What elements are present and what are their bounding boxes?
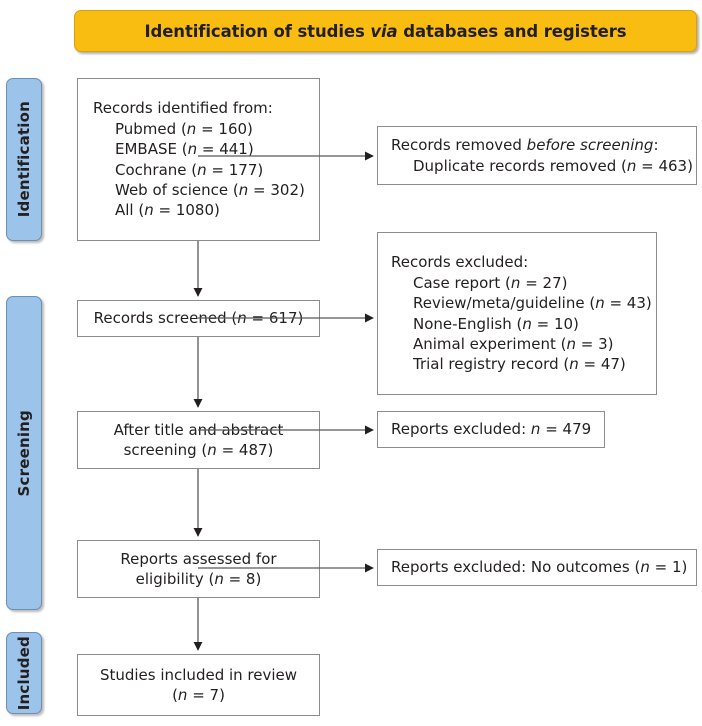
box-records-identified-item-2: Cochrane (n = 177)	[115, 160, 264, 179]
box-after-title-abstract-screening: After title and abstract screening (n = …	[77, 411, 320, 469]
header-banner: Identification of studies via databases …	[74, 10, 697, 52]
box-records-excluded-item-2: None-English (n = 10)	[413, 314, 579, 333]
box-records-identified-item-4: All (n = 1080)	[115, 201, 220, 220]
box-records-excluded-title: Records excluded:	[391, 253, 529, 272]
header-title-emphasis: via	[370, 21, 398, 41]
stage-label-identification: Identification	[6, 78, 42, 241]
box-studies-included-line2: (n = 7)	[172, 686, 225, 704]
box-records-excluded-item-0: Case report (n = 27)	[413, 273, 568, 292]
box-records-identified-title: Records identified from:	[93, 99, 273, 118]
box-studies-included: Studies included in review (n = 7)	[77, 654, 320, 716]
box-records-identified: Records identified from: Pubmed (n = 160…	[77, 78, 320, 241]
box-reports-excluded-no-outcomes: Reports excluded: No outcomes (n = 1)	[377, 549, 697, 586]
box-records-removed-title-pre: Records removed	[391, 136, 527, 155]
box-records-excluded-item-4: Trial registry record (n = 47)	[413, 355, 626, 374]
header-title: Identification of studies via databases …	[144, 22, 626, 41]
box-records-excluded-item-1: Review/meta/guideline (n = 43)	[413, 294, 652, 313]
box-records-identified-item-0: Pubmed (n = 160)	[115, 119, 253, 138]
box-records-removed-title-post: :	[653, 136, 659, 155]
box-reports-excluded-count-text: Reports excluded: n = 479	[391, 420, 592, 439]
stage-label-screening: Screening	[6, 296, 42, 610]
box-records-removed-item-0: Duplicate records removed (n = 463)	[413, 156, 693, 175]
box-records-excluded-item-3: Animal experiment (n = 3)	[413, 334, 614, 353]
box-records-identified-item-3: Web of science (n = 302)	[115, 180, 305, 199]
box-records-excluded: Records excluded: Case report (n = 27) R…	[377, 232, 657, 395]
box-records-removed-title: Records removed before screening:	[391, 135, 659, 155]
box-reports-assessed-eligibility: Reports assessed for eligibility (n = 8)	[77, 540, 320, 598]
box-studies-included-line1: Studies included in review	[99, 665, 298, 684]
box-records-identified-item-1: EMBASE (n = 441)	[115, 140, 254, 159]
stage-label-included: Included	[6, 632, 42, 714]
box-after-title-abstract-screening-line2: screening (n = 487)	[123, 441, 274, 459]
box-reports-assessed-eligibility-line1: Reports assessed for	[120, 549, 277, 568]
box-reports-excluded-count: Reports excluded: n = 479	[377, 411, 605, 448]
box-records-removed: Records removed before screening: Duplic…	[377, 126, 697, 185]
box-reports-assessed-eligibility-line2: eligibility (n = 8)	[135, 570, 262, 588]
header-title-pre: Identification of studies	[144, 21, 371, 41]
header-title-post: databases and registers	[397, 21, 627, 41]
box-reports-excluded-no-outcomes-text: Reports excluded: No outcomes (n = 1)	[391, 558, 688, 577]
box-records-removed-title-emphasis: before screening	[526, 136, 654, 155]
